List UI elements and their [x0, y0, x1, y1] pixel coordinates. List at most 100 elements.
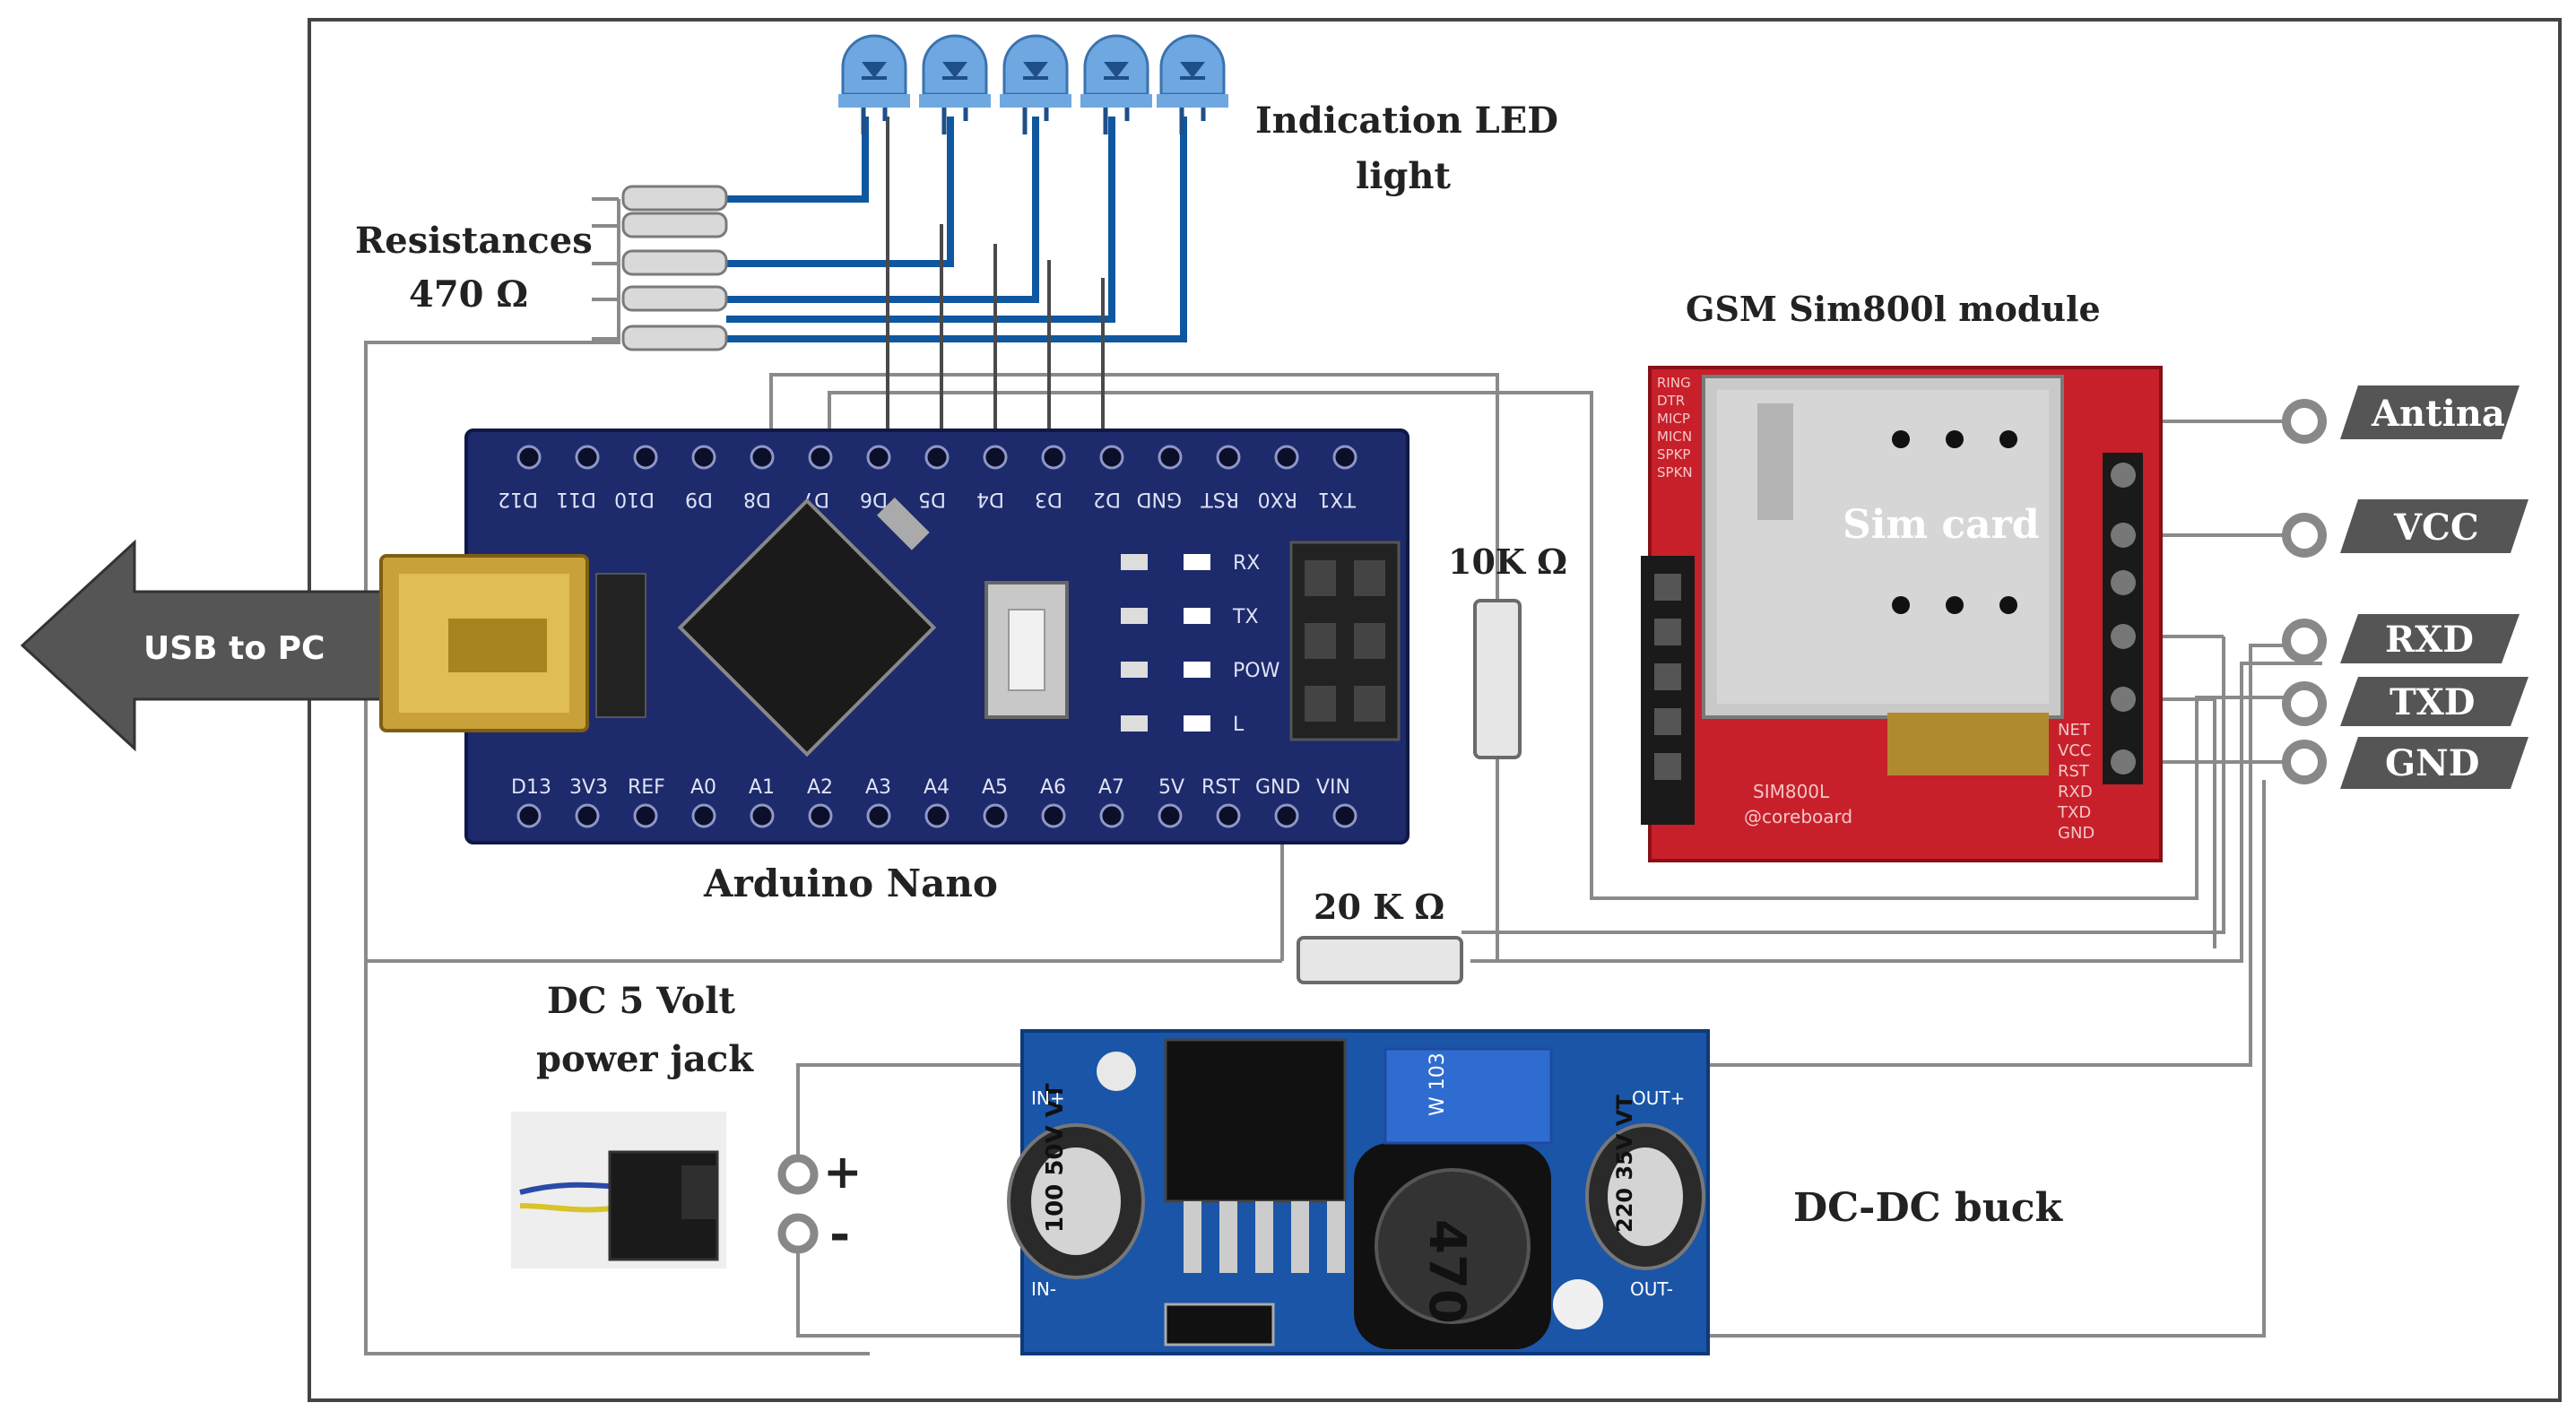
- gsm-left-pin-label: MICN: [1657, 429, 1692, 445]
- arduino-bottom-pin-labels: D13 3V3 REF A0 A1 A2 A3 A4 A5 A6 A7 5V R…: [511, 776, 1350, 799]
- pin-label: A5: [982, 776, 1008, 799]
- pin-label: A6: [1040, 776, 1066, 799]
- tag-antina-label: Antina: [2371, 393, 2505, 435]
- leds-label-line2: light: [1356, 155, 1451, 197]
- mcu-chip: [677, 498, 937, 758]
- led-2: [919, 34, 991, 134]
- pin-label: A1: [749, 776, 775, 799]
- gsm-left-pin-label: SPKN: [1657, 464, 1693, 481]
- pin-label: D5: [918, 488, 946, 510]
- leds-label: Indication LED: [1255, 100, 1558, 142]
- gsm-board-text: @coreboard: [1744, 806, 1852, 827]
- led-label-pow: POW: [1233, 660, 1280, 682]
- arduino-top-holes: [516, 445, 1357, 470]
- led-label-rx: RX: [1233, 552, 1260, 575]
- pin-label: GND: [1255, 776, 1300, 799]
- buck-label: DC-DC buck: [1793, 1185, 2063, 1231]
- dc-jack-label: DC 5 Volt: [547, 980, 735, 1022]
- pin-label: 3V3: [569, 776, 608, 799]
- pin-label: VIN: [1316, 776, 1350, 799]
- grey-wires: [364, 197, 2322, 1355]
- resistor-20k-label: 20 K Ω: [1314, 887, 1444, 927]
- led-5: [1157, 34, 1228, 134]
- jack-plus-label: +: [823, 1145, 863, 1199]
- pin-label: GND: [1137, 488, 1182, 510]
- arduino-nano: D12 D11 D10 D9 D8 D7 D6 D5 D4 D3 D2 GND …: [379, 429, 1409, 844]
- pin-label: TX1: [1317, 488, 1357, 510]
- gsm-right-pin-label: RXD: [2058, 783, 2093, 801]
- pin-label: A0: [690, 776, 716, 799]
- resistor-10k: [1473, 599, 1522, 759]
- resistor-1: [621, 185, 728, 212]
- pin-label: A3: [865, 776, 891, 799]
- pin-label: D8: [743, 488, 771, 510]
- mini-usb-connector: [379, 554, 589, 732]
- usb-arrow: USB to PC: [20, 539, 387, 752]
- outer-frame: [308, 18, 2562, 1402]
- led-label-l: L: [1233, 714, 1245, 736]
- reset-button: [984, 581, 1069, 719]
- usb-label: USB to PC: [143, 630, 325, 667]
- capacitor-100uf: 100 50V VT: [1007, 1083, 1145, 1279]
- gsm-right-pin-label: NET: [2058, 721, 2091, 740]
- gsm-board-text: SIM800L: [1753, 781, 1830, 802]
- led-4: [1080, 34, 1152, 134]
- resistor-array: [621, 185, 728, 351]
- tag-gnd: GND: [2282, 737, 2528, 789]
- pin-label: A4: [924, 776, 950, 799]
- pin-label: D2: [1093, 488, 1121, 510]
- gsm-module: RING DTR MICP MICN SPKP SPKN Sim card SI…: [1641, 366, 2163, 862]
- gsm-right-pin-label: GND: [2058, 824, 2095, 843]
- cap2-text: 220 35V VT: [1612, 1095, 1637, 1233]
- resistances-label: Resistances: [355, 220, 593, 262]
- resistor-4: [621, 285, 728, 312]
- pin-label: RST: [1201, 488, 1239, 510]
- tag-rxd-label: RXD: [2385, 619, 2474, 661]
- tag-antina: Antina: [2282, 385, 2520, 444]
- gsm-right-pin-label: RST: [2058, 762, 2090, 781]
- gsm-left-pin-label: MICP: [1657, 411, 1690, 427]
- pin-label: 5V: [1158, 776, 1184, 799]
- buck-out-plus: OUT+: [1632, 1087, 1685, 1109]
- tag-txd: TXD: [2282, 677, 2528, 726]
- pin-label: RX0: [1258, 488, 1297, 510]
- led-wires: [726, 117, 1187, 435]
- tag-rxd: RXD: [2282, 614, 2520, 663]
- pin-label: D13: [511, 776, 551, 799]
- pin-label: RST: [1201, 776, 1240, 799]
- dc-jack-label-line2: power jack: [536, 1038, 754, 1080]
- inductor-text: 470: [1418, 1219, 1476, 1324]
- gsm-right-pin-label: TXD: [2057, 803, 2091, 822]
- buck-out-minus: OUT-: [1630, 1278, 1673, 1300]
- led-label-tx: TX: [1232, 606, 1259, 628]
- icsp-header: [1289, 541, 1401, 741]
- arduino-label: Arduino Nano: [703, 862, 998, 905]
- pin-label: D4: [976, 488, 1004, 510]
- resistor-20k: [1297, 936, 1463, 984]
- resistance-value-label: 470 Ω: [409, 273, 528, 316]
- status-leds: RX TX POW L: [1121, 552, 1280, 736]
- trimmer-pot: W 103: [1383, 1047, 1553, 1145]
- pin-label: REF: [628, 776, 665, 799]
- resistor-10k-label: 10K Ω: [1448, 541, 1567, 582]
- inductor-470: 470: [1354, 1143, 1551, 1349]
- sim-card-label: Sim card: [1843, 502, 2040, 548]
- resistor-5: [621, 325, 728, 351]
- pin-label: A7: [1098, 776, 1124, 799]
- capacitor-220uf: 220 35V VT: [1585, 1095, 1705, 1270]
- jack-terminal-plus: [777, 1154, 819, 1195]
- tag-txd-label: TXD: [2390, 681, 2476, 723]
- arduino-top-pin-labels: D12 D11 D10 D9 D8 D7 D6 D5 D4 D3 D2 GND …: [498, 488, 1357, 510]
- pin-label: D3: [1035, 488, 1062, 510]
- arduino-bottom-holes: [516, 803, 1357, 828]
- tag-vcc-label: VCC: [2393, 507, 2479, 549]
- dc-dc-buck-module: 100 50V VT 470 W 103 220 35V VT IN+ IN- …: [1007, 1029, 1710, 1355]
- jack-minus-label: -: [829, 1204, 850, 1263]
- pin-label: A2: [807, 776, 833, 799]
- led-3: [1000, 34, 1071, 134]
- pot-text: W 103: [1427, 1052, 1449, 1116]
- jack-terminal-minus: [777, 1213, 819, 1254]
- tag-vcc: VCC: [2282, 499, 2528, 558]
- gsm-left-pin-labels: RING DTR MICP MICN SPKP SPKN: [1657, 375, 1693, 481]
